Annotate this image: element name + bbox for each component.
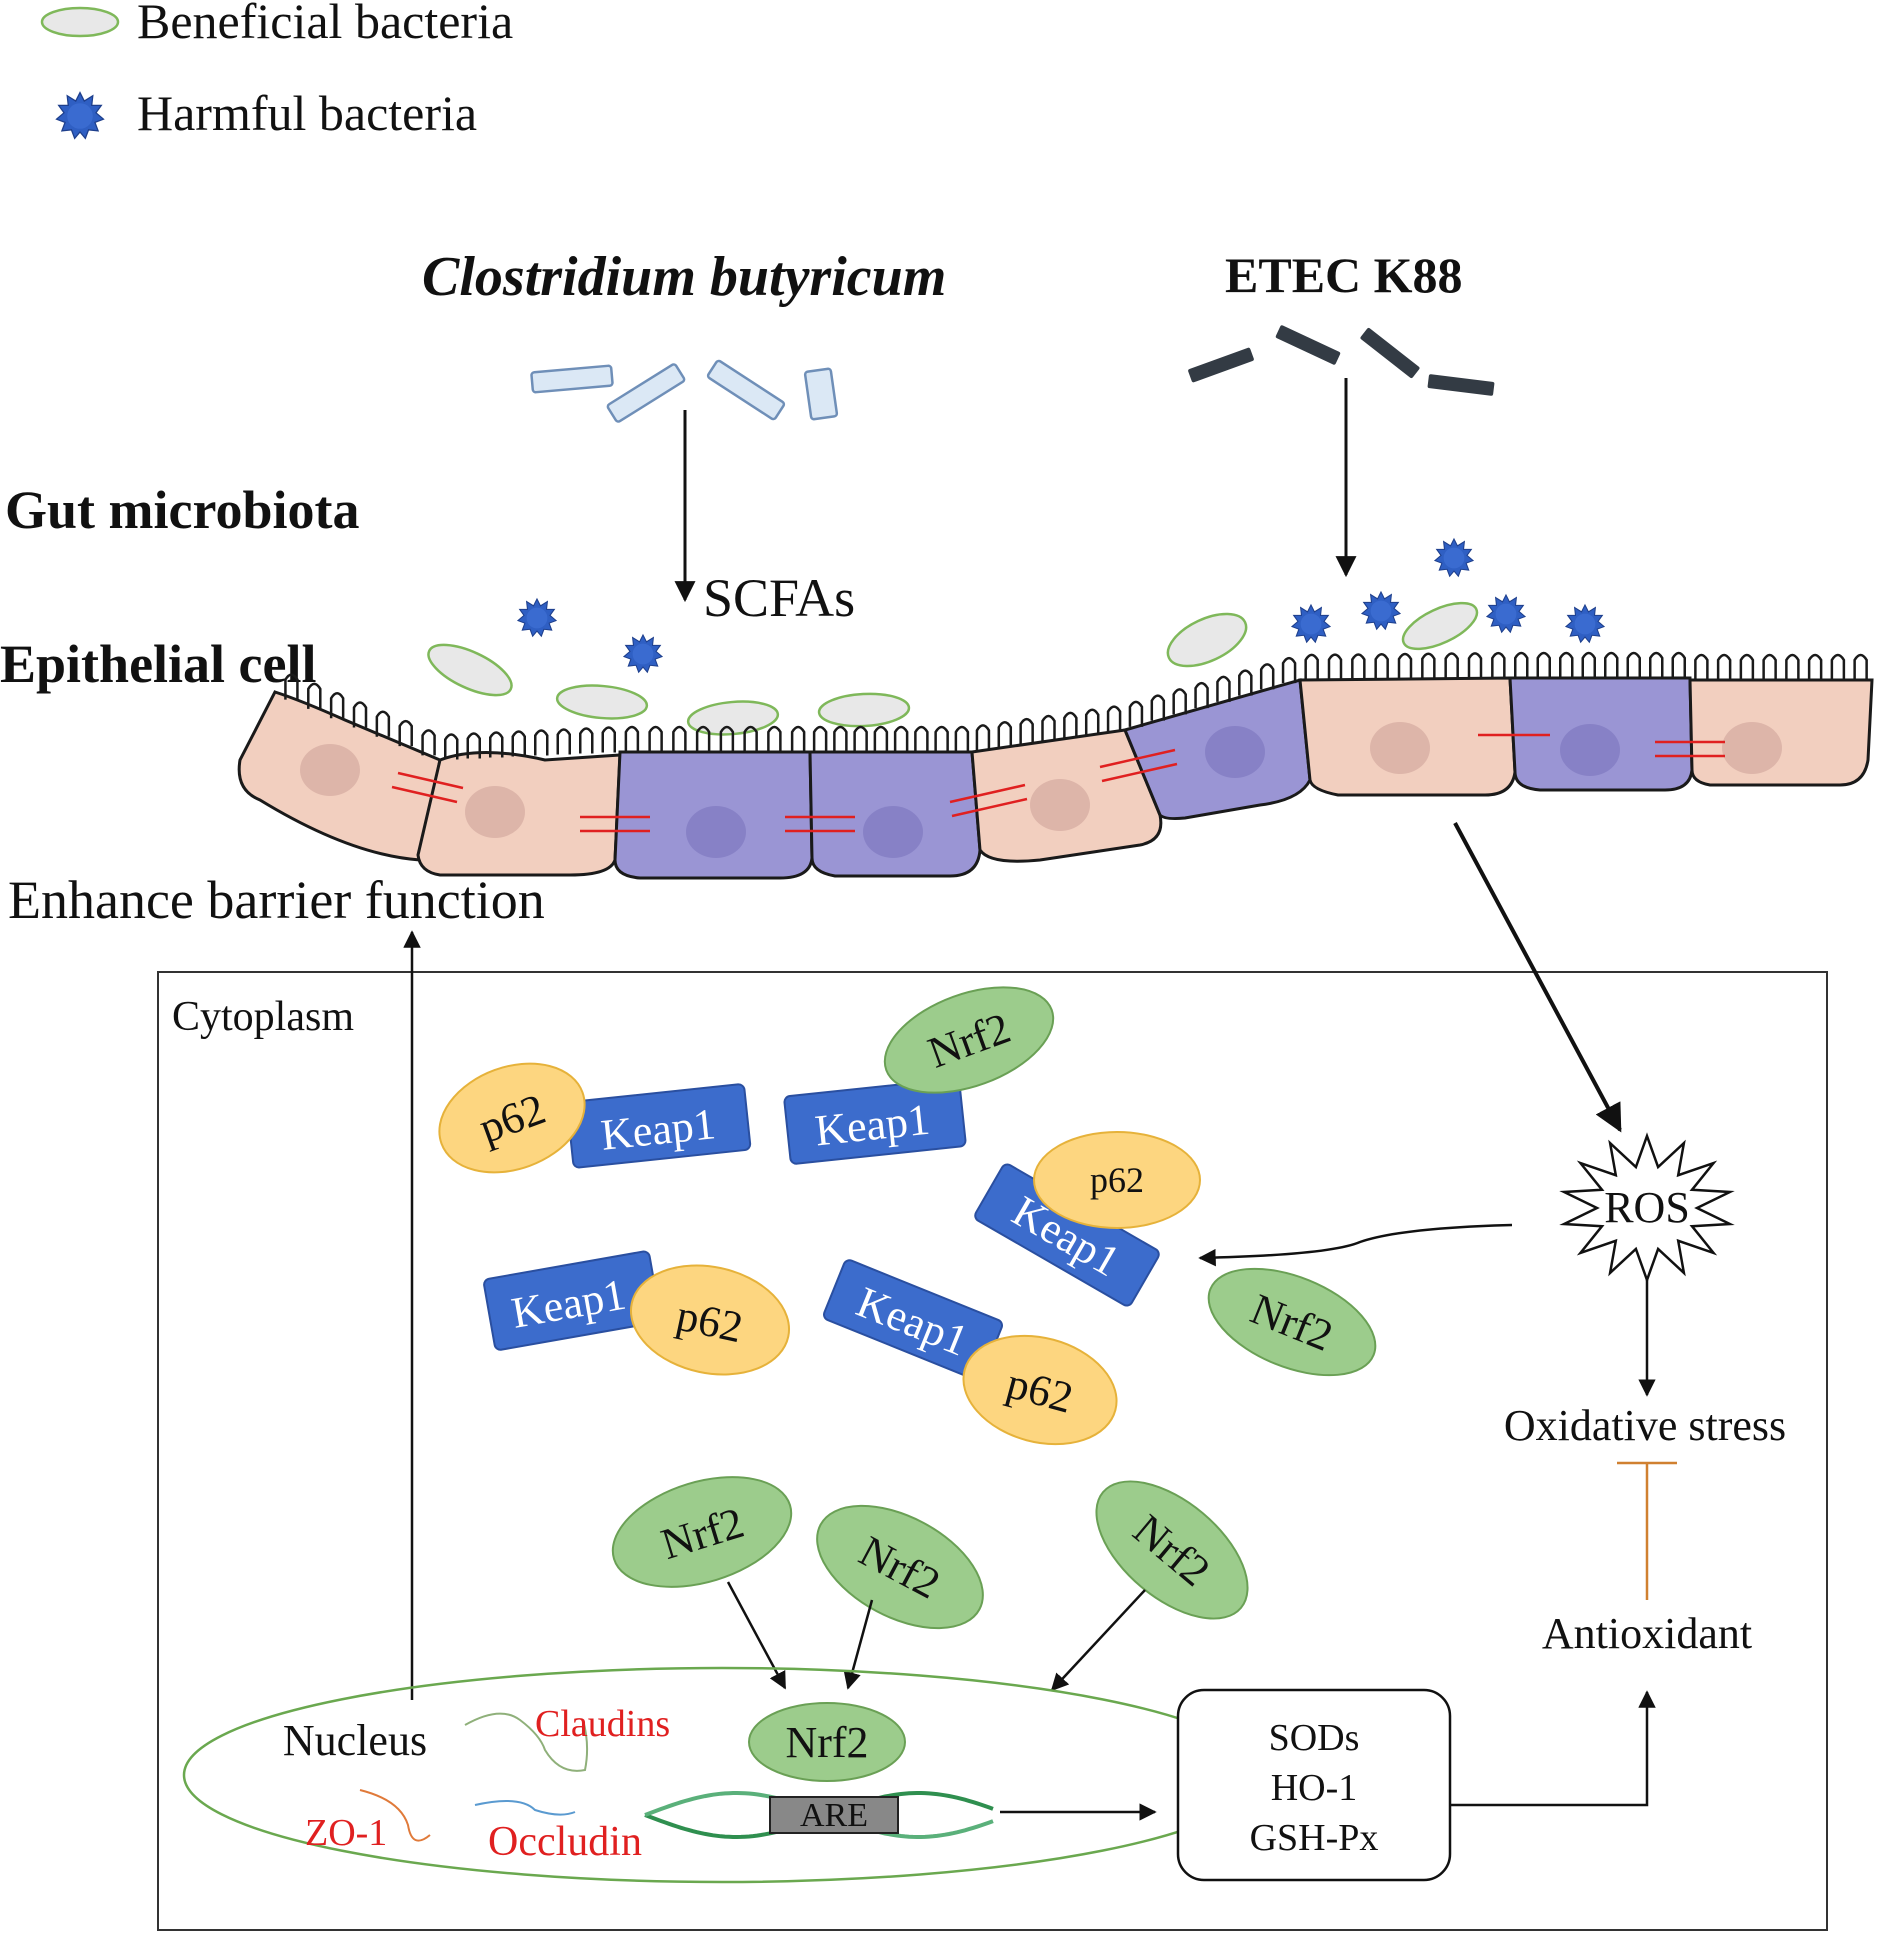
- zo1-strand: [359, 1789, 431, 1842]
- p62-oval-1: p62: [438, 1062, 586, 1174]
- microvilli-path: [284, 651, 1868, 760]
- keap1-label: Keap1: [598, 1099, 717, 1160]
- enhance-barrier-label: Enhance barrier function: [8, 870, 545, 930]
- occludin-label: Occludin: [488, 1819, 642, 1865]
- nrf2-oval-free: Nrf2: [611, 1476, 793, 1588]
- etec-title: ETEC K88: [1225, 247, 1463, 303]
- ros-burst: ROS: [1559, 1132, 1735, 1284]
- claudins-label: Claudins: [535, 1703, 670, 1745]
- scfas-label: SCFAs: [703, 568, 855, 628]
- epithelium-to-ros-arrow: [1453, 822, 1622, 1133]
- clostridium-rods: [530, 359, 839, 423]
- antioxidant-enzymes-box: [1176, 1688, 1452, 1882]
- etec-rods: [1188, 325, 1495, 396]
- tight-junctions: [391, 733, 1725, 833]
- keap1-label: Keap1: [813, 1095, 932, 1156]
- harmful-bacteria-legend-icon: [55, 91, 105, 140]
- epithelium: [237, 651, 1874, 880]
- ros-to-keap1-arrow: [1198, 1223, 1513, 1267]
- enzyme-label: GSH-Px: [1250, 1817, 1379, 1859]
- epithelial-cells: [237, 676, 1874, 880]
- ros-label: ROS: [1604, 1183, 1690, 1232]
- gut-microbiota-label: Gut microbiota: [5, 480, 359, 540]
- nrf2-oval-free: Nrf2: [1095, 1480, 1249, 1620]
- claudins-strand: [464, 1712, 589, 1772]
- p62-label: p62: [1090, 1160, 1144, 1200]
- nucleus-label: Nucleus: [283, 1716, 427, 1765]
- nrf2-translocation-arrow: [843, 1599, 874, 1690]
- legend-harmful-label: Harmful bacteria: [137, 85, 477, 141]
- beneficial-bacteria-legend-icon: [40, 6, 120, 38]
- enzyme-label: SODs: [1269, 1717, 1360, 1759]
- p62-oval-2: p62: [1033, 1131, 1201, 1229]
- microvilli: [284, 651, 1868, 760]
- beneficial-bacteria-group: [427, 601, 1479, 736]
- enzyme-label: HO-1: [1271, 1767, 1358, 1809]
- antioxidant-label: Antioxidant: [1542, 1609, 1752, 1658]
- legend: Beneficial bacteria Harmful bacteria: [40, 0, 513, 141]
- enzymes-to-antioxidant-arrow: [1450, 1690, 1656, 1807]
- legend-beneficial-label: Beneficial bacteria: [137, 0, 513, 49]
- inhibition-symbol: [1617, 1461, 1677, 1600]
- nrf2-oval-bound: Nrf2: [883, 986, 1055, 1094]
- p62-keap1-complex-1: Keap1: [566, 1083, 752, 1169]
- nrf2-oval-nuclear: Nrf2: [748, 1702, 906, 1782]
- keap1-nrf2-complex: Keap1: [783, 1077, 967, 1165]
- clostridium-title: Clostridium butyricum: [422, 246, 946, 308]
- p62-oval-4: p62: [962, 1334, 1118, 1446]
- cytoplasm-box: [157, 971, 1828, 1931]
- harmful-bacteria-group: [517, 538, 1605, 673]
- zo1-label: ZO-1: [305, 1812, 387, 1854]
- keap1-box: [783, 1077, 967, 1165]
- nrf2-translocation-arrow: [726, 1581, 787, 1690]
- are-box: [769, 1796, 899, 1834]
- occludin-strand: [474, 1800, 576, 1816]
- are-label: ARE: [800, 1797, 868, 1834]
- p62-oval-3: p62: [629, 1264, 791, 1376]
- cell-nuclei: [300, 722, 1782, 858]
- p62-keap1-complex-3: Keap1: [483, 1250, 662, 1351]
- nrf2-translocation-arrow: [1050, 1589, 1146, 1692]
- epithelial-cell-label: Epithelial cell: [0, 634, 317, 694]
- nrf2-label: Nrf2: [785, 1718, 868, 1767]
- nrf2-oval-free: Nrf2: [1207, 1267, 1377, 1377]
- cytoplasm-label: Cytoplasm: [172, 994, 354, 1040]
- nrf2-oval-free: Nrf2: [816, 1504, 984, 1630]
- oxidative-stress-label: Oxidative stress: [1504, 1401, 1786, 1450]
